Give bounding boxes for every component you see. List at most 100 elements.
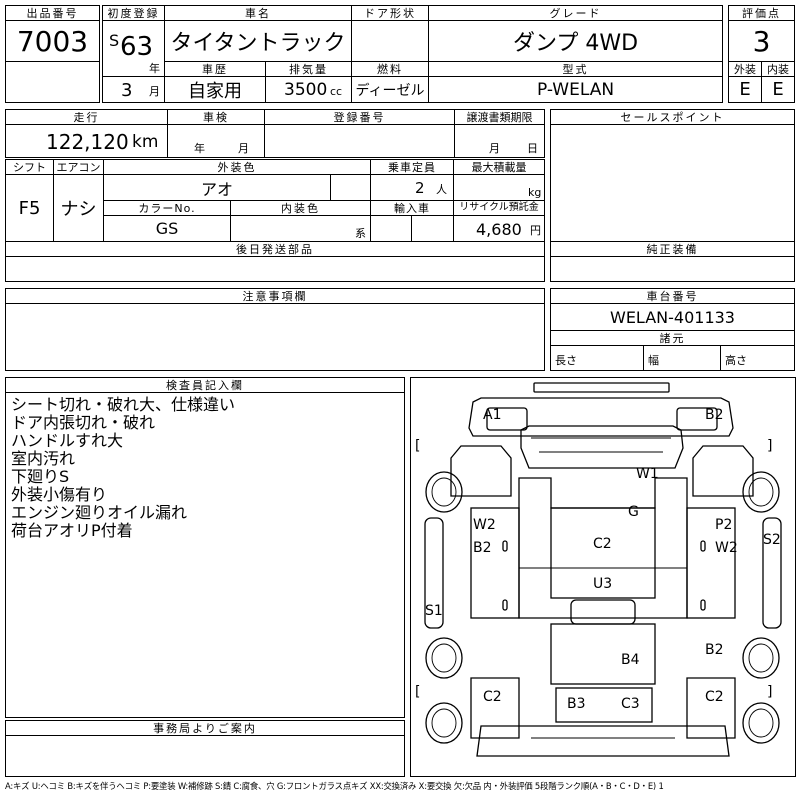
notes-cell [5, 303, 545, 371]
bracket-right-top: ] [767, 438, 772, 454]
chassis-no-value: WELAN-401133 [610, 307, 735, 327]
length-cell: 長さ [550, 345, 644, 371]
ext-grade-value: E [739, 79, 751, 100]
capacity-label: 乗車定員 [370, 159, 454, 175]
km-unit: km [132, 132, 159, 152]
width-label: 幅 [648, 354, 659, 367]
score-label: 評価点 [728, 5, 795, 21]
recycle-label: リサイクル預託金 [453, 200, 545, 216]
inspector-label: 検査員記入欄 [5, 377, 405, 393]
import-label: 輸入車 [370, 200, 454, 216]
ext-color-extra-cell [330, 174, 371, 201]
later-parts-cell [5, 256, 545, 282]
remark-line: シート切れ・破れ大、仕様違い [11, 395, 236, 414]
ext-color-value: アオ [200, 179, 233, 199]
mark-c3: C3 [621, 696, 640, 712]
shift-cell: F5 [5, 174, 54, 242]
inspection-cell: 年 月 [167, 124, 265, 158]
month-value: 3 [121, 80, 133, 101]
truck-outline [424, 382, 782, 757]
width-cell: 幅 [643, 345, 721, 371]
door-cell [351, 20, 429, 62]
model-cell: P-WELAN [428, 76, 723, 103]
import-cell-b [411, 215, 454, 242]
vehicle-diagram: [ ] [ ] A1 B2 W1 G W2 B2 C2 P2 W2 S2 U3 … [410, 377, 796, 777]
mark-c2-mid: C2 [593, 536, 612, 552]
lot-no-value: 7003 [16, 24, 89, 58]
recycle-value: 4,680 [476, 220, 522, 239]
height-label: 高さ [725, 354, 747, 367]
ac-cell: ナシ [53, 174, 104, 242]
mark-b3: B3 [567, 696, 586, 712]
model-label: 型式 [428, 61, 723, 77]
later-parts-label: 後日発送部品 [5, 241, 545, 257]
int-color-label: 内装色 [230, 200, 371, 216]
yen-unit: 円 [530, 224, 541, 237]
genuine-equip-cell [550, 256, 795, 282]
ext-grade-label: 外装 [728, 61, 762, 77]
office-notice-cell [5, 735, 405, 777]
history-label: 車歴 [164, 61, 266, 77]
int-grade-value: E [772, 79, 784, 100]
mark-c2-lower-left: C2 [483, 689, 502, 705]
bracket-left-bottom: [ [415, 684, 420, 700]
reg-no-cell [264, 124, 455, 158]
mark-s1: S1 [425, 603, 443, 619]
car-name-value: タイタントラック [170, 31, 346, 56]
remark-line: エンジン廻りオイル漏れ [11, 503, 188, 522]
int-grade-label: 内装 [761, 61, 795, 77]
max-load-label: 最大積載量 [453, 159, 545, 175]
inspection-label: 車検 [167, 109, 265, 125]
ac-label: エアコン [53, 159, 104, 175]
insp-year-unit: 年 [194, 142, 205, 155]
chassis-no-label: 車台番号 [550, 288, 795, 304]
max-load-cell: kg [453, 174, 545, 201]
fuel-cell: ディーゼル [351, 76, 429, 103]
office-notice-label: 事務局よりご案内 [5, 720, 405, 736]
mileage-label: 走行 [5, 109, 168, 125]
remark-line: 荷台アオリP付着 [11, 521, 133, 540]
mileage-cell: 122,120 km [5, 124, 168, 158]
first-reg-label: 初度登録 [102, 5, 165, 21]
remark-line: 下廻りS [11, 467, 70, 486]
era-value: S [109, 31, 120, 50]
transfer-deadline-cell: 月 日 [454, 124, 545, 158]
bracket-right-bottom: ] [767, 684, 772, 700]
ac-value: ナシ [60, 199, 97, 220]
mark-c2-lower-right: C2 [705, 689, 724, 705]
ext-grade-cell: E [728, 76, 762, 103]
sales-point-cell [550, 124, 795, 242]
year-value: 63 [120, 32, 154, 62]
inspector-remarks-cell: シート切れ・破れ大、仕様違い ドア内張切れ・破れ ハンドルすれ大 室内汚れ 下廻… [5, 392, 405, 718]
insp-month-unit: 月 [238, 142, 249, 155]
score-cell: 3 [728, 20, 795, 62]
vehicle-diagram-svg: [ ] [ ] A1 B2 W1 G W2 B2 C2 P2 W2 S2 U3 … [415, 382, 782, 757]
color-no-value: GS [155, 219, 179, 238]
capacity-unit: 人 [436, 183, 447, 196]
mark-b2-top: B2 [705, 407, 724, 423]
first-reg-year-cell: S 63 年 [102, 20, 165, 77]
shift-value: F5 [18, 197, 41, 219]
mark-w2-right: W2 [715, 540, 738, 556]
genuine-equip-label: 純正装備 [550, 241, 795, 257]
mark-g: G [628, 504, 639, 520]
legend-text: A:キズ U:ヘコミ B:キズを伴うヘコミ P:要塗装 W:補修跡 S:錆 C:… [5, 781, 664, 791]
remark-line: 外装小傷有り [11, 485, 108, 504]
mark-s2: S2 [763, 532, 781, 548]
damage-marks: [ ] [ ] A1 B2 W1 G W2 B2 C2 P2 W2 S2 U3 … [415, 407, 781, 712]
lot-no-blank-cell [5, 61, 100, 103]
int-grade-cell: E [761, 76, 795, 103]
chassis-no-cell: WELAN-401133 [550, 303, 795, 331]
car-name-label: 車名 [164, 5, 352, 21]
color-no-cell: GS [103, 215, 231, 242]
int-color-cell: 系 [230, 215, 371, 242]
car-name-cell: タイタントラック [164, 20, 352, 62]
first-reg-month-cell: 3 月 [102, 76, 165, 103]
height-cell: 高さ [720, 345, 795, 371]
ext-color-cell: アオ [103, 174, 331, 201]
lot-no-label: 出品番号 [5, 5, 100, 21]
specs-label: 諸元 [550, 330, 795, 346]
notes-label: 注意事項欄 [5, 288, 545, 304]
mark-w1: W1 [636, 466, 659, 482]
grade-label: グレード [428, 5, 723, 21]
